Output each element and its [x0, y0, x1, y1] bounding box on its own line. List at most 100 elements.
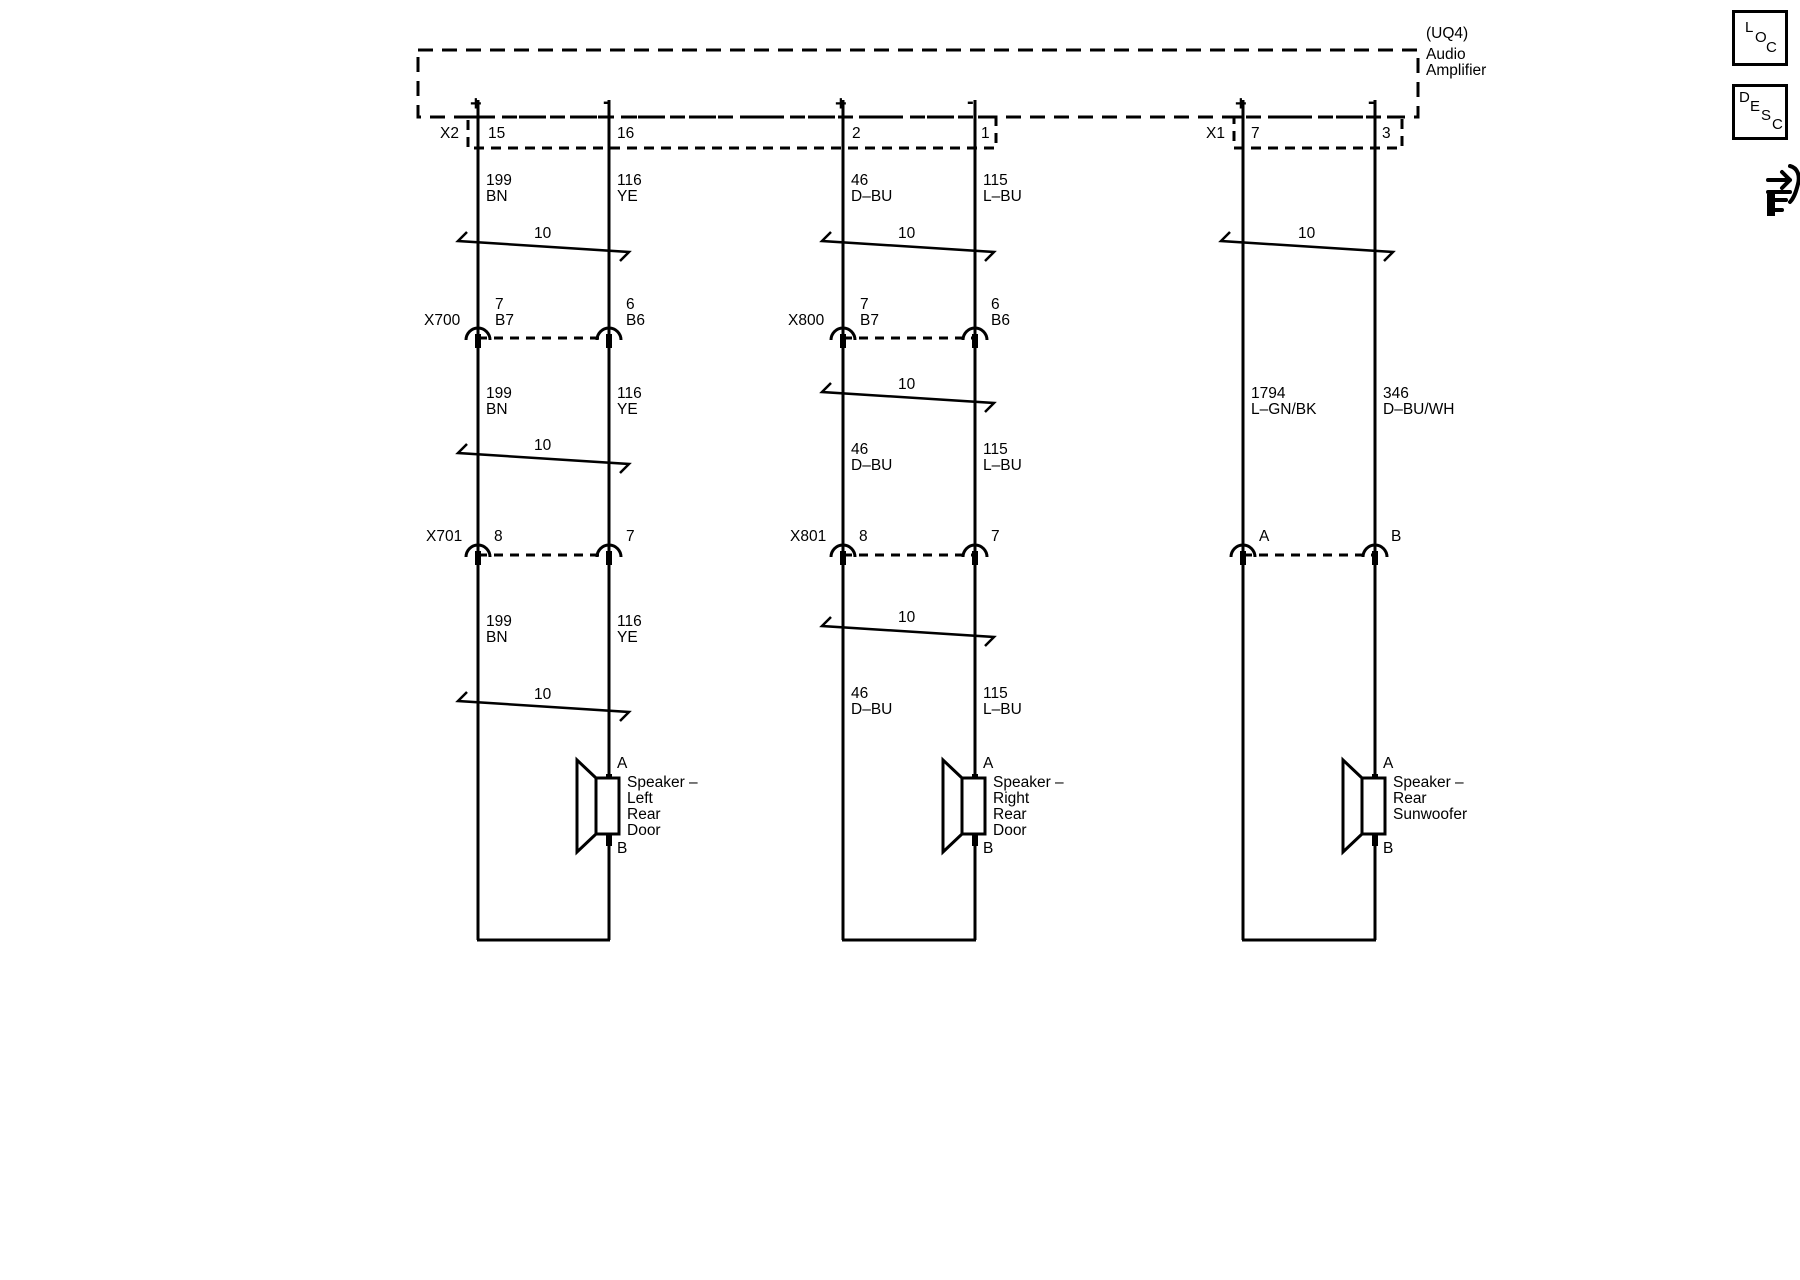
speaker-pin-a: A [1383, 755, 1394, 772]
connector-pin [475, 334, 481, 348]
wire-color-label: D–BU/WH [1383, 401, 1454, 418]
twist-label: 10 [898, 609, 916, 626]
twisted-pair-marker [819, 382, 997, 413]
twisted-pair-marker [455, 231, 632, 262]
speaker-pin-b: B [617, 840, 627, 857]
speaker-cone [941, 756, 964, 856]
speaker-pin-b: B [983, 840, 993, 857]
x1-connector-outline [1232, 115, 1404, 150]
speaker-icon [1360, 776, 1387, 836]
module-name-line2: Amplifier [1426, 62, 1486, 79]
wire-color-label: L–BU [983, 457, 1022, 474]
x801-connector-label: X801 [790, 528, 826, 545]
wire-circuit-label: 116 [617, 385, 642, 402]
pin-label: B7 [495, 312, 514, 329]
speaker-cone [575, 756, 598, 856]
x700-connector-label: X700 [424, 312, 461, 329]
x701-connector-label: X701 [426, 528, 462, 545]
wire-color-label: L–BU [983, 188, 1022, 205]
connector-pin [475, 551, 481, 565]
speaker-label-line: Door [627, 822, 661, 839]
module-name-line1: Audio [1426, 46, 1466, 63]
connector-terminal [464, 543, 492, 558]
pin-label: B [1391, 528, 1401, 545]
pin-label: 7 [1251, 125, 1260, 142]
connector-tool-icon[interactable] [1764, 154, 1800, 222]
wire-circuit-label: 346 [1383, 385, 1409, 402]
connector-pin [840, 551, 846, 565]
x2-connector-outline [466, 115, 998, 150]
wire-circuit-label: 46 [851, 685, 868, 702]
polarity-minus: - [603, 91, 610, 113]
speaker-label-line: Left [627, 790, 654, 807]
desc-letter: E [1750, 98, 1761, 115]
pin-label: 6 [991, 296, 1000, 313]
speaker-right-rear: A B Speaker – Right Rear Door [941, 755, 1064, 857]
x2-connector-label: X2 [440, 125, 459, 142]
speaker-rear-subwoofer: A B Speaker – Rear Sunwoofer [1341, 755, 1467, 857]
wire-circuit-label: 46 [851, 441, 868, 458]
twisted-pair-marker [1218, 231, 1396, 262]
speaker-label-line: Speaker – [993, 774, 1064, 791]
speaker-pin-b: B [1383, 840, 1393, 857]
loc-letter: L [1745, 19, 1754, 36]
speaker-pin [606, 832, 612, 846]
speaker-icon [594, 776, 621, 836]
speaker-cone [1341, 756, 1364, 856]
wire-color-label: D–BU [851, 188, 892, 205]
connector-pin [606, 334, 612, 348]
speaker-icon [960, 776, 987, 836]
wire-circuit-label: 115 [983, 172, 1008, 189]
pin-label: 7 [626, 528, 635, 545]
pin-label: B6 [991, 312, 1010, 329]
twist-label: 10 [534, 225, 552, 242]
desc-letter: S [1761, 107, 1772, 124]
speaker-pin-a: A [617, 755, 628, 772]
pin-label: B7 [860, 312, 879, 329]
wire-color-label: D–BU [851, 457, 892, 474]
connector-terminal [464, 326, 492, 341]
connector-terminal [1229, 543, 1257, 558]
pin-label: 1 [981, 125, 990, 142]
twisted-pair-marker [455, 443, 632, 474]
connector-pin [972, 551, 978, 565]
x1-connector-label: X1 [1206, 125, 1225, 142]
x800-connector-label: X800 [788, 312, 825, 329]
wire-circuit-label: 199 [486, 385, 512, 402]
connector-terminal [829, 543, 857, 558]
speaker-label-line: Door [993, 822, 1027, 839]
connector-terminal [595, 543, 623, 558]
wire-circuit-label: 116 [617, 613, 642, 630]
wire-circuit-label: 115 [983, 441, 1008, 458]
connector-pin [1372, 551, 1378, 565]
connector-pin [606, 551, 612, 565]
pin-label: B6 [626, 312, 645, 329]
polarity-plus: + [470, 93, 482, 115]
connector-terminal [961, 543, 989, 558]
speaker-label-line: Speaker – [1393, 774, 1464, 791]
wire-color-label: BN [486, 188, 508, 205]
wire-color-label: YE [617, 629, 638, 646]
wire-circuit-label: 116 [617, 172, 642, 189]
speaker-label-line: Speaker – [627, 774, 698, 791]
pin-label: 15 [488, 125, 505, 142]
speaker-pin [972, 832, 978, 846]
wire-color-label: BN [486, 401, 508, 418]
pin-label: 6 [626, 296, 635, 313]
connector-pin [840, 334, 846, 348]
loc-letter: C [1766, 39, 1777, 56]
connector-terminal [1361, 543, 1389, 558]
speaker-label-line: Right [993, 790, 1030, 807]
wire-circuit-label: 199 [486, 613, 512, 630]
pin-label: 8 [859, 528, 868, 545]
speaker-label-line: Sunwoofer [1393, 806, 1467, 823]
speaker-left-rear: A B Speaker – Left Rear Door [575, 755, 698, 857]
pin-label: 16 [617, 125, 634, 142]
audio-amplifier-outline [416, 48, 1420, 119]
wire-circuit-label: 1794 [1251, 385, 1286, 402]
wire-color-label: YE [617, 401, 638, 418]
loc-button[interactable]: L O C [1732, 10, 1788, 66]
twist-label: 10 [534, 437, 552, 454]
desc-button[interactable]: D E S C [1732, 84, 1788, 140]
